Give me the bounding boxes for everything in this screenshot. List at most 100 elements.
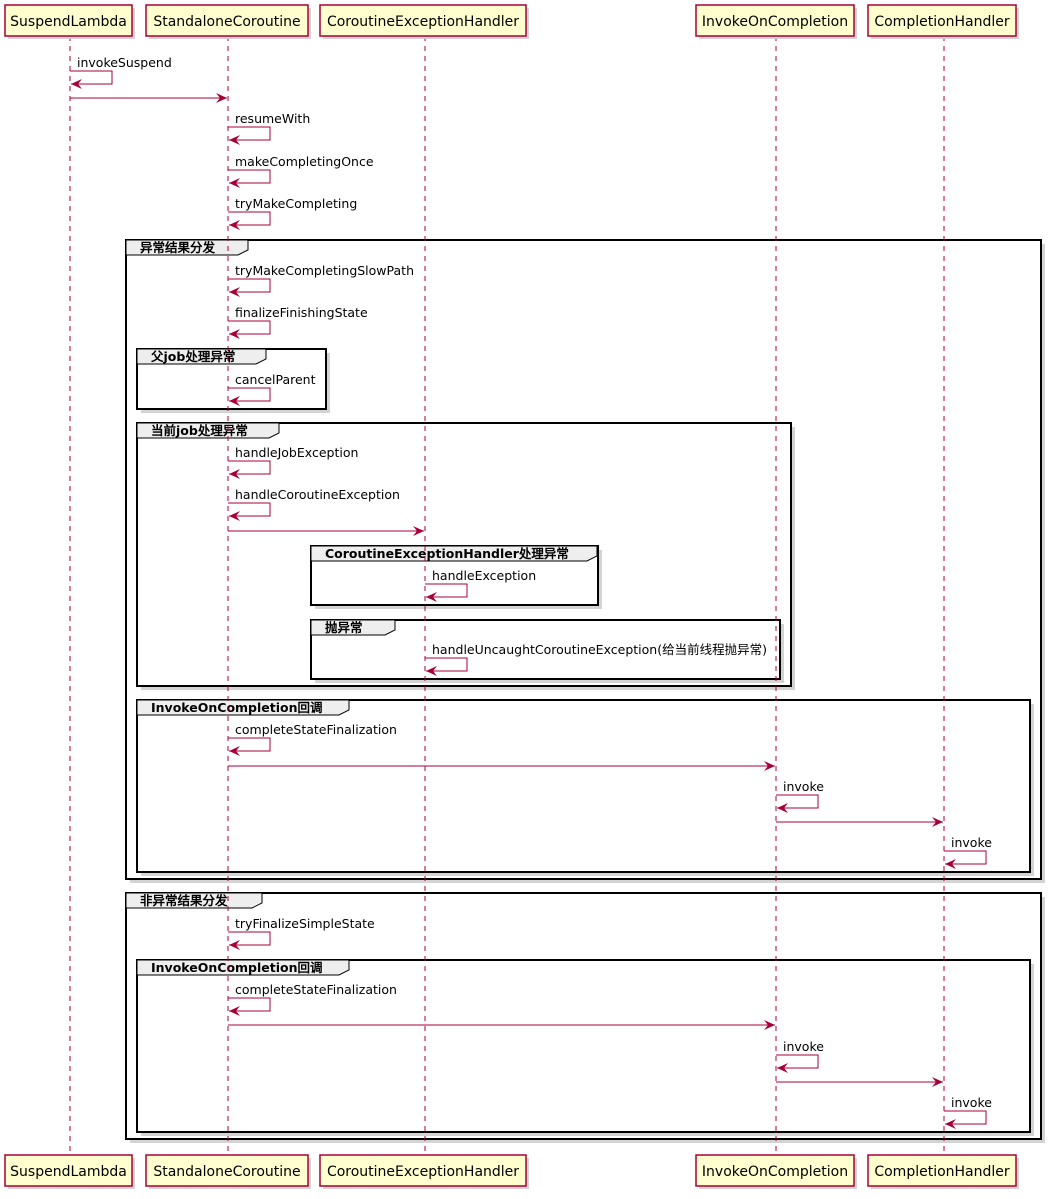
group-label: InvokeOnCompletion回调: [151, 960, 323, 975]
message-label: invoke: [951, 835, 992, 850]
participant-label: CompletionHandler: [874, 14, 1010, 30]
message-label: handleJobException: [235, 445, 358, 460]
participant-label: InvokeOnCompletion: [702, 1164, 848, 1180]
participant-box: [4, 4, 133, 37]
participant-InvokeOnCompletion-bottom: InvokeOnCompletion: [695, 1154, 857, 1189]
message-label: tryMakeCompleting: [235, 196, 357, 211]
participant-label: StandaloneCoroutine: [153, 1164, 300, 1180]
self-message: completeStateFinalization: [228, 982, 397, 1016]
message-label: cancelParent: [235, 372, 316, 387]
message-label: handleCoroutineException: [235, 487, 400, 502]
participant-box: [145, 4, 309, 37]
group-frame: InvokeOnCompletion回调: [136, 699, 1034, 876]
self-message-line: [776, 794, 819, 813]
self-message-line: [228, 931, 271, 950]
self-message: invoke: [944, 835, 992, 869]
participant-CoroutineExceptionHandler-bottom: CoroutineExceptionHandler: [319, 1154, 529, 1189]
group-frame: CoroutineExceptionHandler处理异常: [310, 545, 602, 609]
group-frame: InvokeOnCompletion回调: [136, 959, 1034, 1136]
message-label: invokeSuspend: [77, 55, 172, 70]
participant-label: SuspendLambda: [10, 14, 127, 30]
message-label: invoke: [783, 1039, 824, 1054]
participant-SuspendLambda-top: SuspendLambda: [4, 4, 135, 39]
message-label: tryMakeCompletingSlowPath: [235, 263, 414, 278]
self-message: invokeSuspend: [70, 55, 172, 89]
self-message-line: [944, 850, 987, 869]
self-message: handleCoroutineException: [228, 487, 400, 521]
self-message-line: [228, 460, 271, 479]
participant-box: [319, 1154, 527, 1187]
participant-box: [695, 4, 855, 37]
self-message-line: [228, 387, 271, 406]
message-label: invoke: [783, 779, 824, 794]
self-message-line: [425, 657, 468, 676]
self-message: invoke: [944, 1095, 992, 1129]
group-frame: 抛异常: [310, 619, 784, 683]
self-message: makeCompletingOnce: [228, 154, 374, 188]
participant-StandaloneCoroutine-top: StandaloneCoroutine: [145, 4, 311, 39]
self-message: invoke: [776, 1039, 824, 1073]
frame-tab: [136, 959, 350, 976]
self-message: tryMakeCompletingSlowPath: [228, 263, 414, 297]
self-message-line: [228, 997, 271, 1016]
participant-box: [695, 1154, 855, 1187]
frame-tab: [136, 422, 280, 439]
self-message-line: [70, 70, 113, 89]
participant-box: [867, 4, 1017, 37]
self-message: invoke: [776, 779, 824, 813]
self-message: handleJobException: [228, 445, 358, 479]
self-message: resumeWith: [228, 111, 310, 145]
participant-label: CoroutineExceptionHandler: [327, 14, 519, 30]
participant-box: [4, 1154, 133, 1187]
self-message-line: [228, 502, 271, 521]
participant-StandaloneCoroutine-bottom: StandaloneCoroutine: [145, 1154, 311, 1189]
self-message-line: [776, 1054, 819, 1073]
participant-label: InvokeOnCompletion: [702, 14, 848, 30]
self-message: finalizeFinishingState: [228, 305, 368, 339]
participant-CompletionHandler-top: CompletionHandler: [867, 4, 1019, 39]
message-label: handleException: [432, 568, 536, 583]
frame-tab: [310, 619, 396, 636]
self-message: tryFinalizeSimpleState: [228, 916, 375, 950]
group-label: 抛异常: [325, 620, 363, 635]
participant-label: StandaloneCoroutine: [153, 14, 300, 30]
self-message-line: [425, 583, 468, 602]
participant-box: [145, 1154, 309, 1187]
message-label: invoke: [951, 1095, 992, 1110]
self-message-line: [228, 737, 271, 756]
frame-tab: [310, 545, 598, 562]
self-message-line: [228, 169, 271, 188]
frame-tab: [136, 699, 350, 716]
message-label: tryFinalizeSimpleState: [235, 916, 375, 931]
participant-SuspendLambda-bottom: SuspendLambda: [4, 1154, 135, 1189]
message-label: resumeWith: [235, 111, 310, 126]
message-label: completeStateFinalization: [235, 722, 397, 737]
participant-label: CoroutineExceptionHandler: [327, 1164, 519, 1180]
self-message-line: [228, 211, 271, 230]
self-message-line: [228, 278, 271, 297]
message-label: finalizeFinishingState: [235, 305, 368, 320]
self-message: handleUncaughtCoroutineException(给当前线程抛异…: [425, 642, 767, 676]
participant-label: SuspendLambda: [10, 1164, 127, 1180]
participant-box: [319, 4, 527, 37]
frame-border: [136, 959, 1031, 1133]
self-message-line: [944, 1110, 987, 1129]
participant-CompletionHandler-bottom: CompletionHandler: [867, 1154, 1019, 1189]
frame-border: [136, 699, 1031, 873]
self-message: tryMakeCompleting: [228, 196, 357, 230]
self-message: completeStateFinalization: [228, 722, 397, 756]
group-label: 非异常结果分发: [140, 893, 228, 908]
participant-box: [867, 1154, 1017, 1187]
group-label: InvokeOnCompletion回调: [151, 700, 323, 715]
message-label: handleUncaughtCoroutineException(给当前线程抛异…: [432, 642, 767, 657]
group-label: 当前job处理异常: [151, 423, 248, 438]
self-message: handleException: [425, 568, 536, 602]
group-label: 父job处理异常: [150, 349, 235, 364]
self-message: cancelParent: [228, 372, 316, 406]
participant-InvokeOnCompletion-top: InvokeOnCompletion: [695, 4, 857, 39]
participant-label: CompletionHandler: [874, 1164, 1010, 1180]
group-label: 异常结果分发: [140, 240, 216, 255]
message-label: makeCompletingOnce: [235, 154, 374, 169]
message-label: completeStateFinalization: [235, 982, 397, 997]
